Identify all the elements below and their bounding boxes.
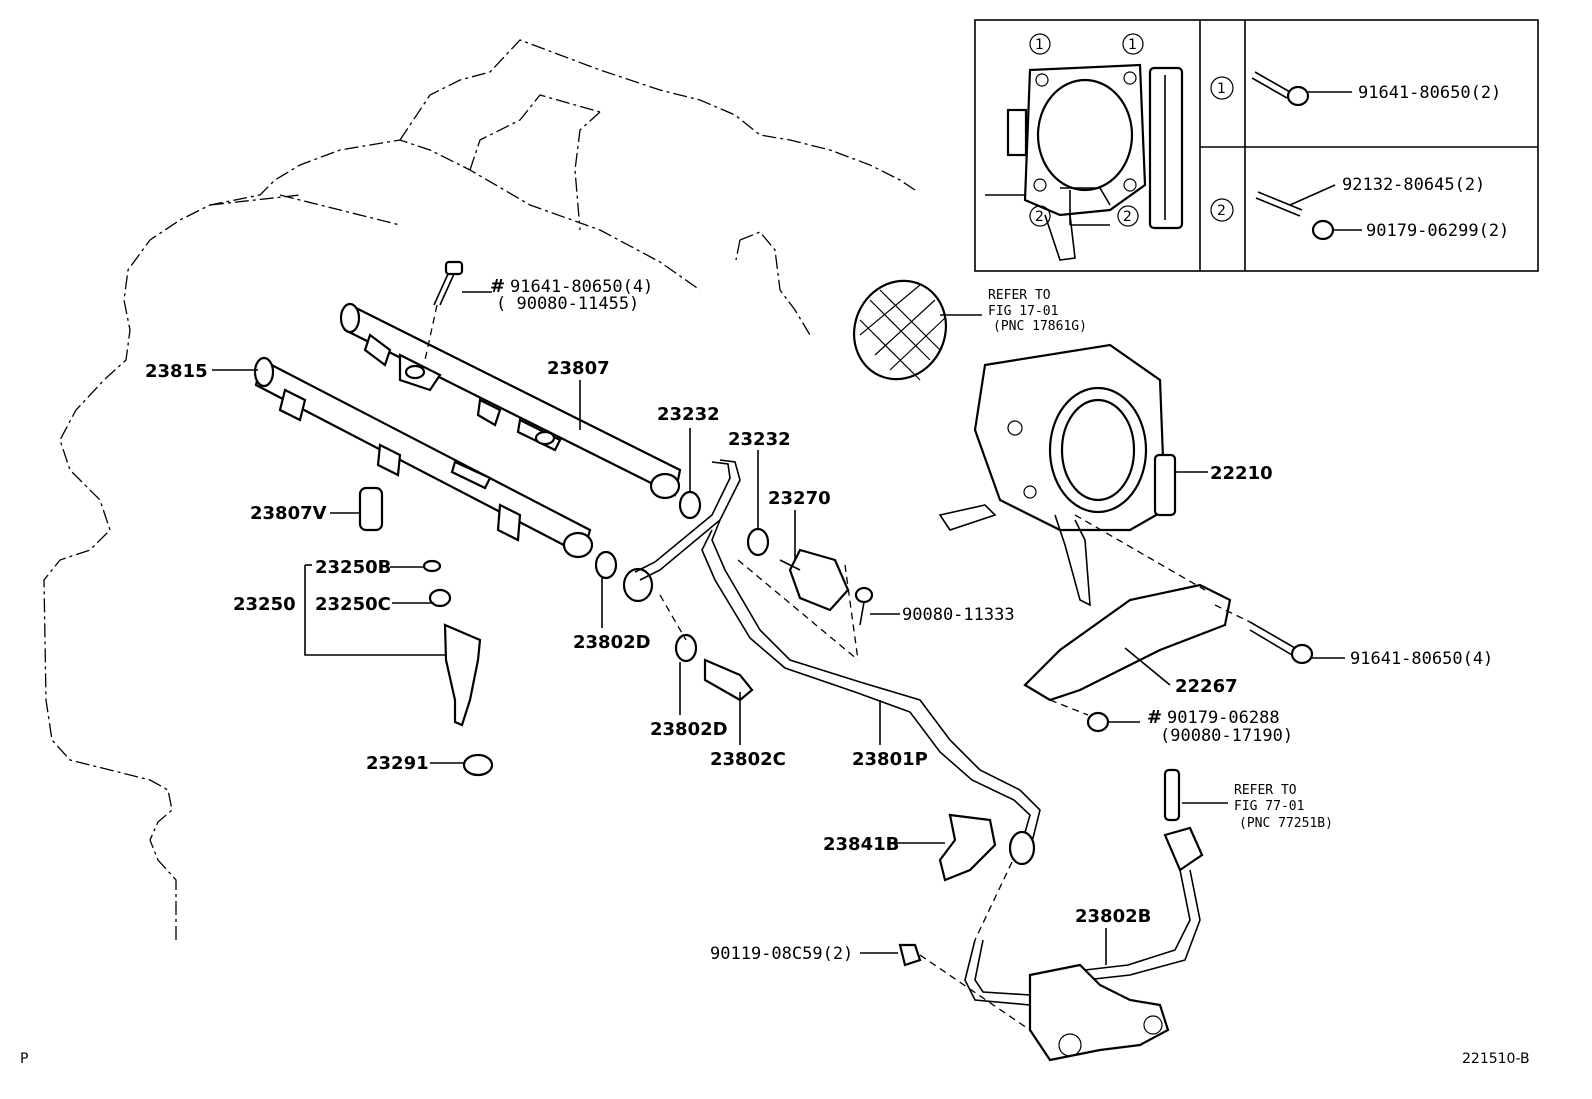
leader-lines [212, 291, 1345, 965]
bracket-22267-icon [1023, 514, 1251, 716]
inset-marker-2a: 2 [1035, 209, 1044, 225]
label-23807: 23807 [547, 358, 610, 379]
label-23250: 23250 [233, 594, 296, 615]
part-labels: 23815 23807 23807V 23250B 23250 23250C 2… [145, 276, 1493, 964]
label-bolt-right: 91641-80650(4) [1350, 649, 1493, 669]
nut-icon [1086, 711, 1110, 733]
label-23815: 23815 [145, 361, 208, 382]
label-nut-alt: (90080-17190) [1160, 726, 1293, 746]
hash-mark-2: # [1147, 707, 1162, 728]
label-nut-main: 90179-06288 [1167, 708, 1280, 728]
label-bolt-bottom: 90119-08C59(2) [710, 944, 853, 964]
inset-row2-marker: 2 [1217, 203, 1226, 219]
label-bolt-top: 91641-80650(4) [510, 277, 653, 297]
ref1-line2: FIG 17-01 [988, 304, 1058, 319]
bolt-23802c-icon [703, 658, 754, 702]
label-23802b: 23802B [1075, 906, 1151, 927]
label-23291: 23291 [366, 753, 429, 774]
label-23232-b: 23232 [728, 429, 791, 450]
fuel-rail-23807[interactable] [339, 302, 682, 500]
damper-23270-icon [779, 548, 850, 612]
label-bolt-top-alt: ( 90080-11455) [496, 294, 639, 314]
inset-row2-part-b: 90179-06299(2) [1366, 221, 1509, 241]
label-23802d-b: 23802D [650, 719, 728, 740]
label-23270: 23270 [768, 488, 831, 509]
injector-icon [358, 486, 494, 777]
ref2-line1: REFER TO [1234, 783, 1297, 798]
label-23250c: 23250C [315, 594, 391, 615]
inset-marker-1a: 1 [1035, 37, 1044, 53]
label-23807v: 23807V [250, 503, 327, 524]
inset-marker-1b: 1 [1128, 37, 1137, 53]
engine-outline [43, 39, 916, 940]
throttle-body-icon[interactable] [938, 343, 1177, 607]
label-23802d-a: 23802D [573, 632, 651, 653]
dashed-leaders [659, 559, 859, 661]
ref2-line2: FIG 77-01 [1234, 799, 1304, 814]
fuel-pipe-icon [634, 459, 1041, 941]
inset-marker-2b: 2 [1123, 209, 1132, 225]
fuel-rail-23815[interactable] [253, 356, 594, 559]
label-23232-a: 23232 [657, 404, 720, 425]
label-23841b: 23841B [823, 834, 899, 855]
footer-left: P [20, 1051, 28, 1067]
footer-right: 221510-B [1462, 1051, 1530, 1067]
hash-mark-1: # [490, 276, 505, 297]
inset-row1-marker: 1 [1217, 81, 1226, 97]
ref1-line3: (PNC 17861G) [993, 319, 1087, 334]
label-bolt-90080-11333: 90080-11333 [902, 605, 1015, 625]
hose-23802b-icon [964, 768, 1204, 1062]
clip-23841b-icon [938, 813, 997, 882]
bolt-bottom-icon [898, 943, 1031, 1031]
footer: P 221510-B [20, 1051, 1530, 1067]
ref2-line3: (PNC 77251B) [1239, 816, 1333, 831]
inset-row2-part-a: 92132-80645(2) [1342, 175, 1485, 195]
label-22210: 22210 [1210, 463, 1273, 484]
label-22267: 22267 [1175, 676, 1238, 697]
label-23802c: 23802C [710, 749, 786, 770]
bolt-90080-11333-icon [854, 586, 874, 626]
inset-panel: 1 1 2 2 1 2 91641-80650(2) 92132-80645(2… [974, 19, 1539, 272]
inset-row1-part: 91641-80650(2) [1358, 83, 1501, 103]
label-23250b: 23250B [315, 557, 391, 578]
label-23801p: 23801P [852, 749, 928, 770]
bolt-right-icon [1249, 621, 1314, 665]
bolt-top-icon [424, 260, 464, 361]
ref1-line1: REFER TO [988, 288, 1051, 303]
air-mesh-icon [852, 279, 948, 381]
